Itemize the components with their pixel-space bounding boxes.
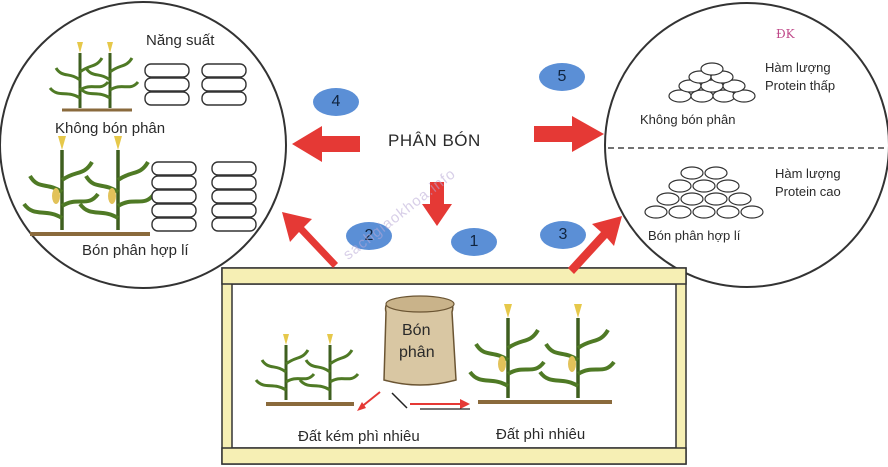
fertile-soil-plants — [468, 302, 616, 404]
poor-soil-plants — [254, 332, 360, 406]
low-protein-line2: Protein thấp — [765, 78, 836, 93]
right-top-label: Không bón phân — [640, 112, 736, 127]
arrow-up-right — [568, 216, 622, 274]
high-protein-line1: Hàm lượng — [775, 166, 841, 181]
yield-label: Năng suất — [146, 32, 215, 49]
poor-soil-label: Đất kém phì nhiêu — [298, 428, 420, 445]
fertilized-plants — [22, 134, 156, 236]
left-top-label: Không bón phân — [55, 120, 166, 137]
corner-logo: ĐK — [776, 27, 796, 41]
low-protein-line1: Hàm lượng — [765, 60, 831, 75]
badge-3: 3 — [540, 221, 586, 249]
arrow-down — [422, 182, 452, 226]
arrow-right — [534, 116, 604, 152]
bottom-panel — [221, 267, 687, 465]
arrow-left — [292, 126, 360, 162]
unfertilized-plants — [48, 40, 140, 112]
badge-1: 1 — [451, 228, 497, 256]
badge-4: 4 — [313, 88, 359, 116]
badge-2: 2 — [346, 222, 392, 250]
fertilizer-bag — [383, 295, 457, 386]
left-bottom-label: Bón phân hợp lí — [82, 242, 189, 259]
center-title: PHÂN BÓN — [388, 131, 481, 150]
small-arrows — [357, 391, 470, 411]
arrow-up-left — [282, 212, 338, 268]
right-circle — [604, 2, 888, 288]
right-bottom-label: Bón phân hợp lí — [648, 228, 741, 243]
high-protein-line2: Protein cao — [775, 184, 841, 199]
bag-label-line1: Bón — [402, 322, 431, 339]
bag-label-line2: phân — [399, 344, 435, 361]
badge-5: 5 — [539, 63, 585, 91]
fertile-soil-label: Đất phì nhiêu — [496, 426, 586, 443]
